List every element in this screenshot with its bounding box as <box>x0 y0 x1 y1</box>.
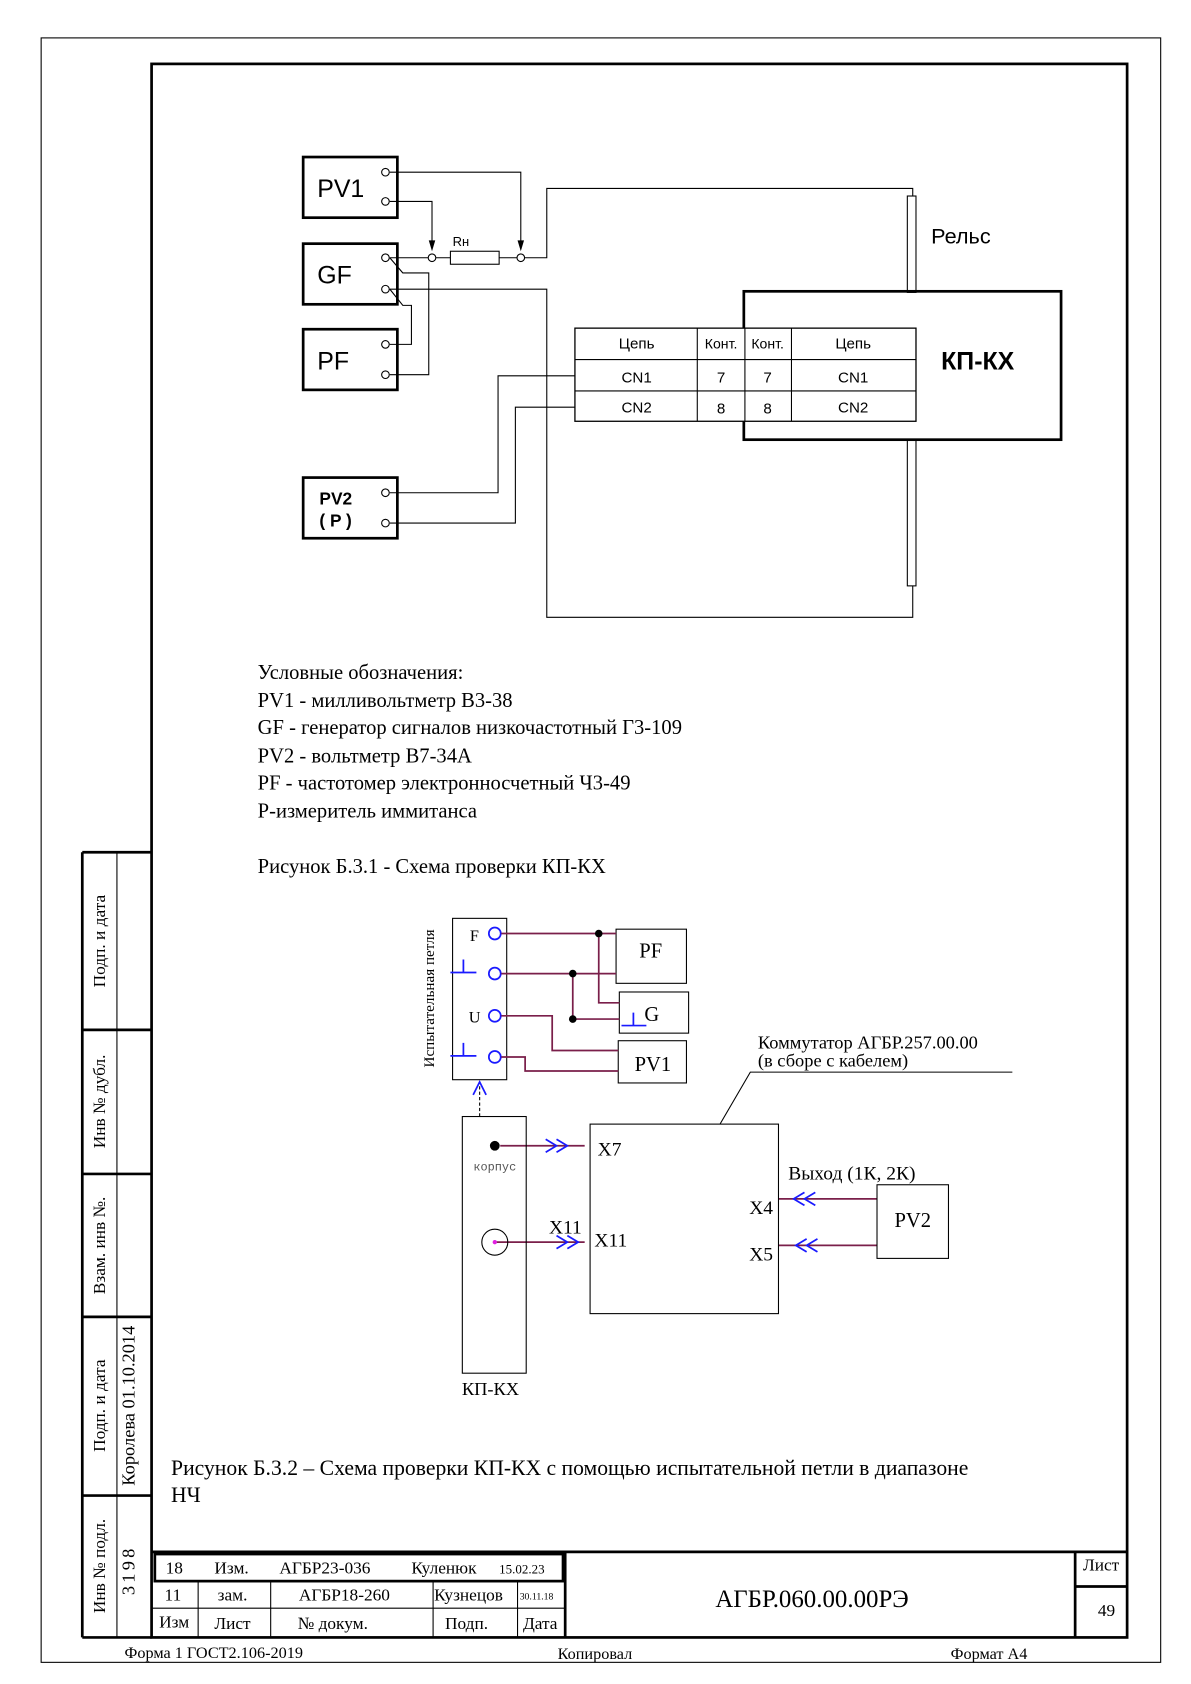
kp-kx-label: КП-КХ <box>462 1379 519 1399</box>
pv1-label: PV1 <box>635 1054 672 1076</box>
legend-item: PF - частотомер электронносчетный Ч3-49 <box>258 772 631 794</box>
table-cell: 8 <box>717 401 725 418</box>
side-signer-date: Королева 01.10.2014 <box>118 1326 138 1486</box>
legend: Условные обозначения: PV1 - милливольтме… <box>258 662 682 878</box>
korpus-label: корпус <box>473 1161 516 1175</box>
figure-1-caption: Рисунок Б.3.1 - Схема проверки КП-КХ <box>258 856 606 878</box>
footer-copied: Копировал <box>558 1645 633 1663</box>
rev-cell: Кузнецов <box>434 1586 503 1605</box>
switch-label-line1: Коммутатор АГБР.257.00.00 <box>758 1032 978 1052</box>
legend-item: PV2 - вольтметр В7-34А <box>258 745 472 767</box>
rev-cell: 11 <box>165 1586 182 1605</box>
connector-arrows <box>545 1138 818 1253</box>
x4-label: X4 <box>749 1198 773 1219</box>
connector-icon <box>481 1228 509 1256</box>
side-stamp: Подп. и дата Инв № дубл. Взам. инв №. По… <box>80 850 152 1639</box>
resistor-label: Rн <box>453 234 470 249</box>
table-header: Конт. <box>705 336 738 352</box>
drawing-frame <box>150 62 1129 1639</box>
loop-label: Испытательная петля <box>421 929 438 1067</box>
device-p-label: ( P ) <box>319 510 351 530</box>
table-cell: 7 <box>717 369 725 386</box>
header-cell: № докум. <box>298 1614 368 1633</box>
table-cell: 8 <box>763 401 771 418</box>
rev-cell: АГБР23-036 <box>279 1559 370 1578</box>
figure-2-caption: Рисунок Б.3.2 – Схема проверки КП-КХ с п… <box>171 1456 968 1480</box>
rev-cell: Куленюк <box>411 1559 477 1578</box>
device-pv1-label: PV1 <box>317 175 364 203</box>
switch-box <box>589 1123 780 1315</box>
device-gf-label: GF <box>317 262 352 290</box>
header-cell: Изм <box>159 1613 189 1632</box>
table-cell: CN2 <box>838 400 868 417</box>
legend-title: Условные обозначения: <box>258 662 464 684</box>
rev-cell: 15.02.23 <box>499 1562 544 1577</box>
side-label-vzam-inv: Взам. инв №. <box>90 1197 109 1295</box>
title-block: 18 Изм. АГБР23-036 Куленюк 15.02.23 11 з… <box>151 1550 1128 1638</box>
rev-cell: 30.11.18 <box>520 1592 554 1603</box>
sheet-number: 49 <box>1098 1601 1115 1620</box>
ground-icon <box>450 1042 477 1057</box>
figure-1-schematic: PV1 GF PF PV2 ( P ) Rн Рельс <box>301 155 1063 618</box>
output-label: Выход (1К, 2К) <box>788 1163 915 1184</box>
header-cell: Лист <box>214 1614 251 1633</box>
side-label-inv-podl: Инв № подл. <box>90 1519 109 1613</box>
rev-cell: 18 <box>166 1559 183 1578</box>
footer-form: Форма 1 ГОСТ2.106-2019 <box>125 1644 303 1662</box>
connector-table: Цепь Конт. Конт. Цепь CN1 7 7 CN1 CN2 8 … <box>619 336 871 418</box>
table-cell: CN2 <box>621 400 651 417</box>
unit-label: КП-КХ <box>941 347 1015 375</box>
loop-f-label: F <box>470 927 479 945</box>
rail-lower <box>906 439 917 587</box>
x11-label: X11 <box>594 1230 627 1251</box>
footer-format: Формат А4 <box>951 1645 1028 1663</box>
figure-2-schematic: Испытательная петля F U PF G PV1 <box>421 917 1013 1399</box>
loop-u-label: U <box>469 1008 481 1026</box>
rev-cell: Изм. <box>214 1559 248 1578</box>
outer-border <box>40 37 1162 1663</box>
side-inv-number: 3198 <box>118 1545 138 1595</box>
rev-cell: зам. <box>218 1586 248 1605</box>
kp-kx-box <box>461 1115 527 1374</box>
resistor-icon <box>449 250 500 265</box>
ground-icon <box>450 959 477 974</box>
table-header: Цепь <box>619 336 655 353</box>
legend-item: GF - генератор сигналов низкочастотный Г… <box>258 717 682 739</box>
table-cell: CN1 <box>838 369 868 386</box>
table-cell: 7 <box>763 369 771 386</box>
device-pv2-label: PV2 <box>319 489 352 509</box>
side-label-podp-data-2: Подп. и дата <box>90 1359 109 1452</box>
x5-label: X5 <box>749 1245 773 1266</box>
g-label: G <box>644 1004 659 1026</box>
switch-label-line2: (в сборе с кабелем) <box>758 1051 908 1072</box>
side-label-inv-dubl: Инв № дубл. <box>90 1055 109 1149</box>
legend-item: Р-измеритель иммитанса <box>258 801 477 823</box>
rev-cell: АГБР18-260 <box>299 1586 390 1605</box>
ground-icon <box>621 1012 647 1027</box>
rail-label: Рельс <box>931 224 991 249</box>
figure-2-caption-cont: НЧ <box>171 1483 201 1507</box>
table-cell: CN1 <box>621 369 651 386</box>
rail-upper <box>906 195 917 293</box>
document-code: АГБР.060.00.00РЭ <box>715 1586 908 1613</box>
loop-terminals <box>450 926 647 1064</box>
x11-cable-label: X11 <box>549 1217 582 1238</box>
device-pf-label: PF <box>317 347 349 375</box>
side-label-podp-data-1: Подп. и дата <box>90 895 109 988</box>
pf-label: PF <box>639 940 662 962</box>
sheet-label: Лист <box>1083 1555 1120 1574</box>
table-header: Цепь <box>835 336 871 353</box>
table-header: Конт. <box>751 336 784 352</box>
pv2-label: PV2 <box>894 1210 931 1232</box>
legend-item: PV1 - милливольтметр В3-38 <box>258 690 513 712</box>
header-cell: Дата <box>523 1614 558 1633</box>
header-cell: Подп. <box>445 1614 488 1633</box>
x7-label: X7 <box>598 1140 622 1161</box>
